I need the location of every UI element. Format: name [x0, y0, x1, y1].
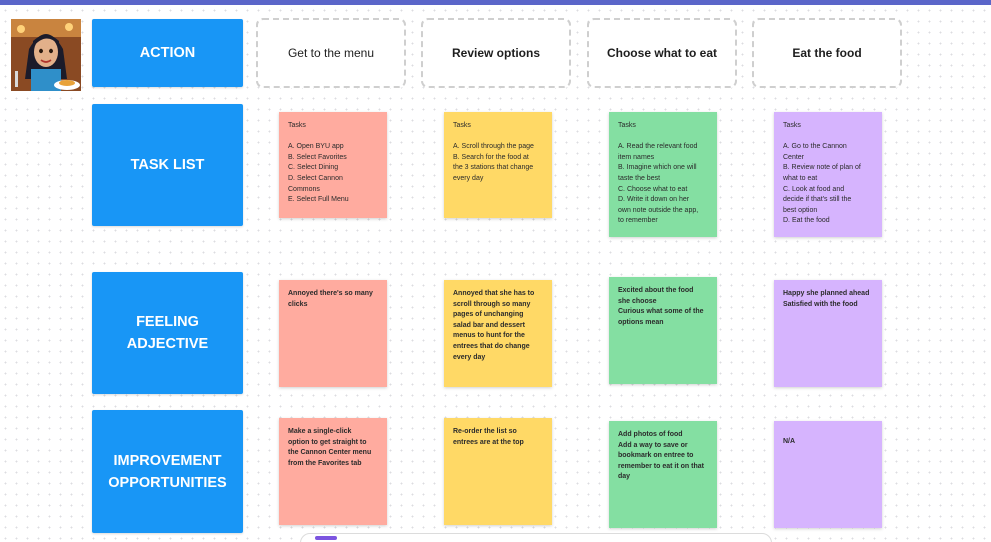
journey-map-board: ACTION TASK LIST FEELING ADJECTIVE IMPRO…	[0, 5, 991, 542]
toolbar-indicator	[315, 536, 337, 540]
sticky-note-tasks-4[interactable]: Tasks A. Go to the Cannon Center B. Revi…	[774, 112, 882, 237]
row-label-action: ACTION	[92, 19, 243, 87]
row-label-feeling-adjective: FEELING ADJECTIVE	[92, 272, 243, 394]
sticky-note-tasks-1[interactable]: Tasks A. Open BYU app B. Select Favorite…	[279, 112, 387, 218]
sticky-note-feeling-4[interactable]: Happy she planned ahead Satisfied with t…	[774, 280, 882, 387]
row-label-improvement-opportunities: IMPROVEMENT OPPORTUNITIES	[92, 410, 243, 533]
bottom-toolbar[interactable]	[300, 533, 772, 542]
row-label-task-list: TASK LIST	[92, 104, 243, 226]
column-header-choose-what-to-eat: Choose what to eat	[587, 18, 737, 88]
user-avatar-icon[interactable]	[11, 19, 81, 91]
sticky-note-feeling-1[interactable]: Annoyed there's so many clicks	[279, 280, 387, 387]
column-header-get-to-menu: Get to the menu	[256, 18, 406, 88]
sticky-note-tasks-2[interactable]: Tasks A. Scroll through the page B. Sear…	[444, 112, 552, 218]
sticky-note-improvement-4[interactable]: N/A	[774, 421, 882, 528]
column-header-eat-the-food: Eat the food	[752, 18, 902, 88]
sticky-note-feeling-2[interactable]: Annoyed that she has to scroll through s…	[444, 280, 552, 387]
sticky-note-improvement-2[interactable]: Re-order the list so entrees are at the …	[444, 418, 552, 525]
avatar-illustration	[11, 19, 81, 91]
sticky-note-improvement-3[interactable]: Add photos of food Add a way to save or …	[609, 421, 717, 528]
sticky-note-tasks-3[interactable]: Tasks A. Read the relevant food item nam…	[609, 112, 717, 237]
sticky-note-improvement-1[interactable]: Make a single-click option to get straig…	[279, 418, 387, 525]
sticky-note-feeling-3[interactable]: Excited about the food she choose Curiou…	[609, 277, 717, 384]
column-header-review-options: Review options	[421, 18, 571, 88]
